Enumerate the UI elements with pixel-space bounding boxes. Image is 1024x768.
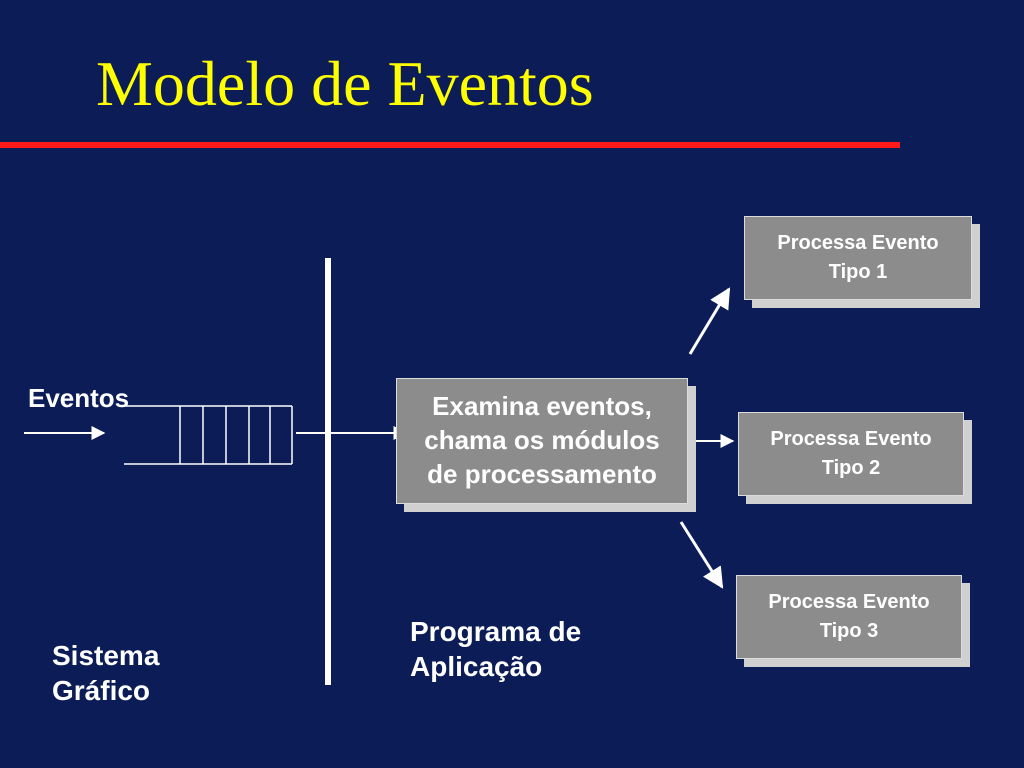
application-program-label: Programa de Aplicação (410, 616, 582, 682)
slide-title: Modelo de Eventos (96, 48, 594, 119)
arrow-to-tipo1 (688, 287, 731, 355)
graphic-system-label: Sistema Gráfico (52, 640, 160, 706)
event-queue (124, 405, 293, 465)
handler-box-tipo2-text: Processa Evento Tipo 2 (770, 428, 932, 479)
title-underline (0, 142, 900, 148)
arrow-to-tipo3 (679, 521, 724, 589)
handler-box-tipo1-text: Processa Evento Tipo 1 (777, 232, 939, 283)
handler-box-tipo3: Processa Evento Tipo 3 (736, 575, 962, 659)
handler-box-tipo3-text: Processa Evento Tipo 3 (768, 591, 930, 642)
dispatcher-box: Examina eventos, chama os módulos de pro… (396, 378, 688, 504)
handler-box-tipo2: Processa Evento Tipo 2 (738, 412, 964, 496)
handler-box-tipo1: Processa Evento Tipo 1 (744, 216, 972, 300)
dispatcher-box-text: Examina eventos, chama os módulos de pro… (424, 391, 660, 489)
events-label: Eventos (28, 383, 130, 413)
